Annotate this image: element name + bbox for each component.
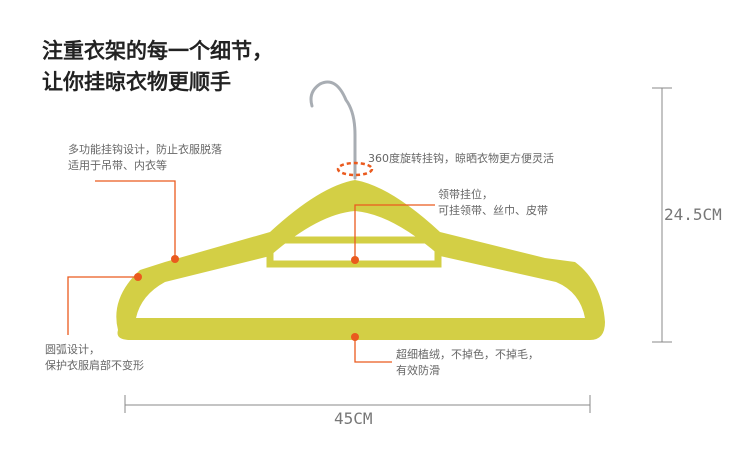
hanger-hook xyxy=(309,80,357,180)
callout-text: 保护衣服肩部不变形 xyxy=(45,359,144,372)
callout-dots xyxy=(134,255,359,341)
callout-text: 超细植绒，不掉色，不掉毛， xyxy=(396,348,539,361)
callout-text: 360度旋转挂钩，晾晒衣物更方便灵活 xyxy=(368,152,554,165)
callout-arc: 圆弧设计， 保护衣服肩部不变形 xyxy=(45,342,144,374)
callout-rotation: 360度旋转挂钩，晾晒衣物更方便灵活 xyxy=(368,151,554,167)
headline-line-2: 让你挂晾衣物更顺手 xyxy=(42,70,231,94)
callout-text: 领带挂位， xyxy=(438,188,493,201)
callout-tie-bar: 领带挂位， 可挂领带、丝巾、皮带 xyxy=(438,187,548,219)
callout-lines xyxy=(67,180,435,363)
width-dimension: 45CM xyxy=(334,409,373,428)
callout-flocking: 超细植绒，不掉色，不掉毛， 有效防滑 xyxy=(396,347,539,379)
callout-text: 多功能挂钩设计，防止衣服脱落 xyxy=(68,143,222,156)
rotation-marker xyxy=(336,161,374,177)
dimension-lines xyxy=(124,87,672,413)
callout-text: 有效防滑 xyxy=(396,364,440,377)
tie-bar xyxy=(266,236,442,268)
height-dimension: 24.5CM xyxy=(664,205,722,224)
headline-line-1: 注重衣架的每一个细节， xyxy=(42,39,273,63)
hanger-body xyxy=(116,180,605,340)
callout-text: 可挂领带、丝巾、皮带 xyxy=(438,204,548,217)
callout-text: 适用于吊带、内衣等 xyxy=(68,159,167,172)
callout-hook-notch: 多功能挂钩设计，防止衣服脱落 适用于吊带、内衣等 xyxy=(68,142,222,174)
headline: 注重衣架的每一个细节， 让你挂晾衣物更顺手 xyxy=(42,36,273,98)
callout-text: 圆弧设计， xyxy=(45,343,100,356)
